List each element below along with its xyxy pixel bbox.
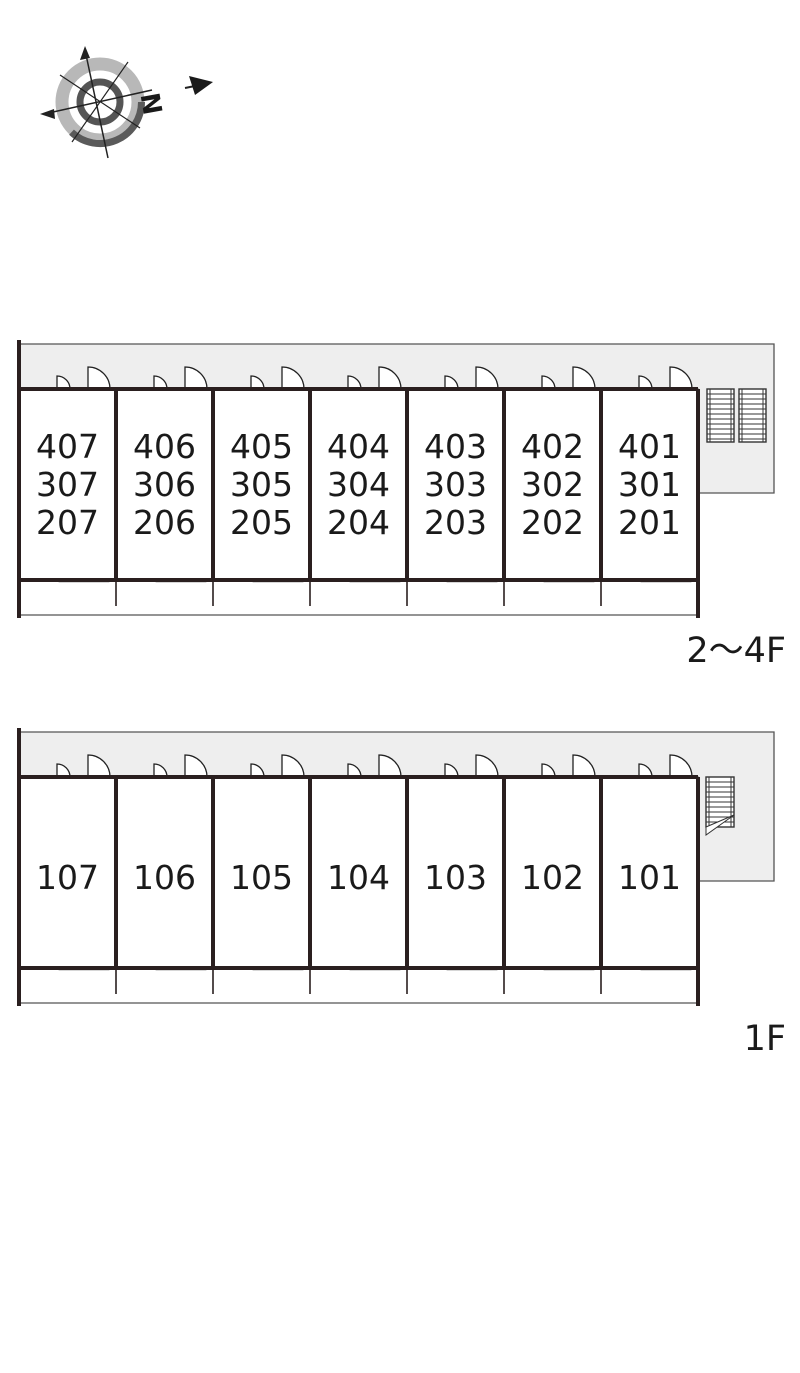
unit-number-line: 204 [327,503,390,542]
door-icon [281,366,305,390]
unit-room: 101 [618,754,693,971]
unit-number-line: 104 [327,858,390,897]
unit-number-line: 302 [521,465,584,504]
unit-number-line: 303 [424,465,487,504]
unit-number-line: 305 [230,465,293,504]
unit-number-line: 201 [618,503,681,542]
compass-north-label: N [136,90,169,117]
door-icon [475,366,499,390]
unit-number: 102 [521,858,584,897]
door-icon [87,366,111,390]
unit-room: 106 [133,754,208,971]
door-icon [184,366,208,390]
door-icon [378,366,402,390]
unit-walls [17,728,700,1006]
unit-number-line: 106 [133,858,196,897]
door-icon [475,754,499,778]
unit-walls [17,340,700,618]
unit-number: 105 [230,858,293,897]
unit-room: 105 [230,754,305,971]
door-icon [572,366,596,390]
unit-number-line: 105 [230,858,293,897]
unit-number-line: 102 [521,858,584,897]
unit-number: 104 [327,858,390,897]
unit-number: 101 [618,858,681,897]
unit-number-line: 307 [36,465,99,504]
floor-label: 1F [744,1019,786,1059]
unit-number: 106 [133,858,196,897]
unit-number-line: 405 [230,427,293,466]
unit-number-line: 407 [36,427,99,466]
unit-number-line: 404 [327,427,390,466]
unit-room: 102 [521,754,596,971]
unit-number-line: 207 [36,503,99,542]
door-icon [378,754,402,778]
unit-room: 107 [36,754,111,971]
unit-number-line: 304 [327,465,390,504]
unit-number-line: 203 [424,503,487,542]
unit-room: 103 [424,754,499,971]
door-icon [669,366,693,390]
door-icon [572,754,596,778]
unit-number-line: 306 [133,465,196,504]
unit-number-line: 401 [618,427,681,466]
door-icon [281,754,305,778]
unit-number-line: 103 [424,858,487,897]
unit-number: 103 [424,858,487,897]
door-icon [669,754,693,778]
unit-number-line: 403 [424,427,487,466]
unit-number-line: 107 [36,858,99,897]
unit-number-line: 205 [230,503,293,542]
staircase-icon [706,388,767,443]
unit-number-line: 301 [618,465,681,504]
floor-label: 2～4F [686,631,786,671]
compass-rose-icon: N [40,46,213,159]
floor-plan-1f: 107 106 105 104 103 102 101 1F [17,728,786,1059]
unit-room: 104 [327,754,402,971]
door-icon [87,754,111,778]
unit-number-line: 406 [133,427,196,466]
unit-number: 107 [36,858,99,897]
unit-number-line: 402 [521,427,584,466]
unit-number-line: 206 [133,503,196,542]
door-icon [184,754,208,778]
unit-number-line: 101 [618,858,681,897]
staircase-icon [705,776,735,836]
unit-number-line: 202 [521,503,584,542]
